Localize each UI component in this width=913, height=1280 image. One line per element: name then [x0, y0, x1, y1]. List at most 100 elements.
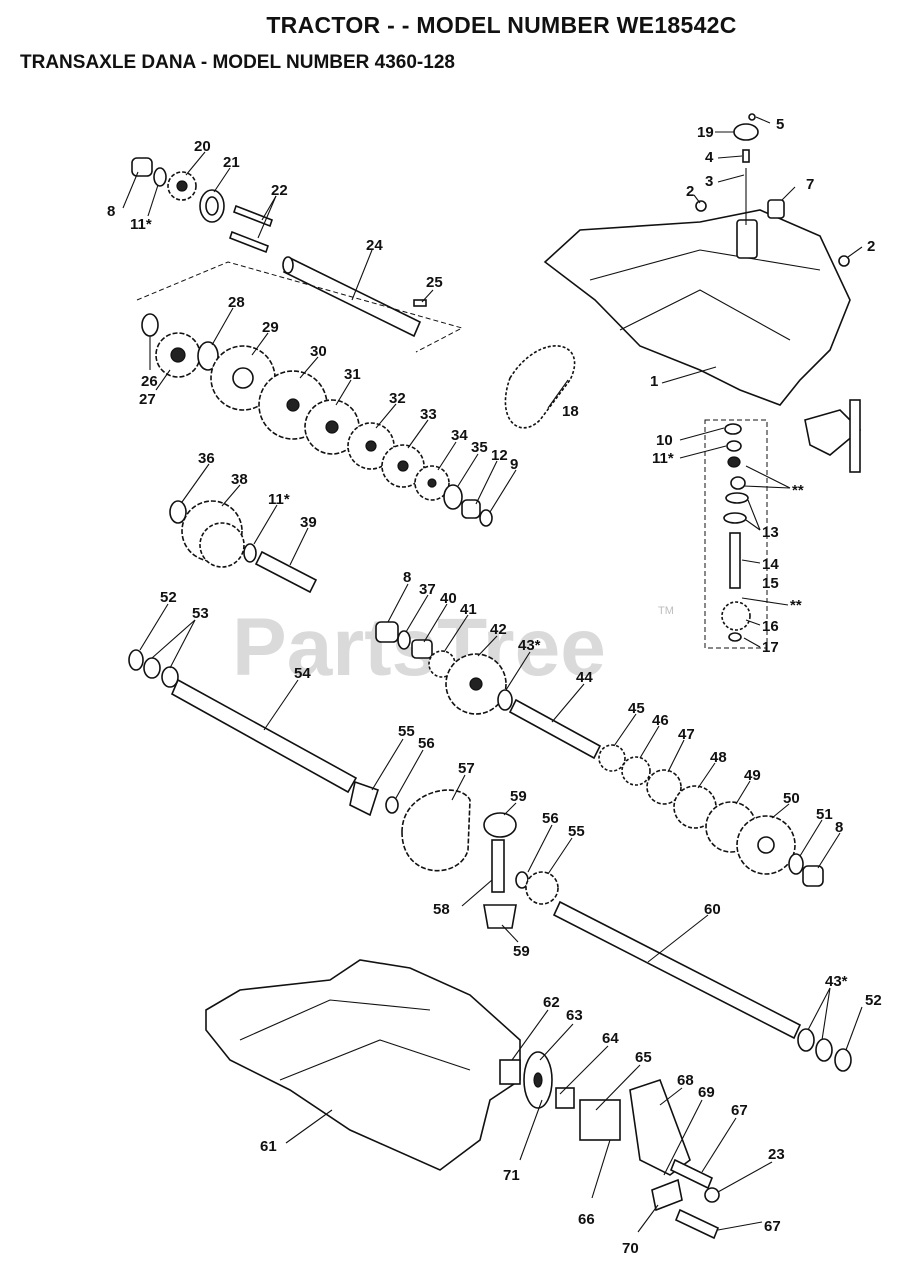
callout-43-right: 43* [825, 973, 848, 990]
differential-57-59 [401, 789, 559, 929]
callout-66: 66 [578, 1211, 595, 1228]
callout-55-left: 55 [398, 723, 415, 740]
callout-49: 49 [744, 767, 761, 784]
vertical-shaft-box [704, 419, 768, 649]
callout-34: 34 [451, 427, 468, 444]
callout-12: 12 [491, 447, 508, 464]
chain-18 [504, 345, 576, 429]
callout-44: 44 [576, 669, 593, 686]
washer-11-top [153, 167, 167, 187]
callout-30: 30 [310, 343, 327, 360]
callout-56-left: 56 [418, 735, 435, 752]
callout-58: 58 [433, 901, 450, 918]
callout-11-mid: 11* [268, 491, 290, 508]
callout-37: 37 [419, 581, 436, 598]
callout-8-right: 8 [835, 819, 843, 836]
callout-52-right: 52 [865, 992, 882, 1009]
callout-46: 46 [652, 712, 669, 729]
callout-29: 29 [262, 319, 279, 336]
gear-row-45-50 [598, 744, 824, 887]
callout-10: 10 [656, 432, 673, 449]
callout-7: 7 [806, 176, 814, 193]
callout-60: 60 [704, 901, 721, 918]
callout-40: 40 [440, 590, 457, 607]
diagram-title: TRACTOR - - MODEL NUMBER WE18542C [266, 12, 737, 38]
callout-18: 18 [562, 403, 579, 420]
callout-double-star-a: ** [792, 482, 804, 499]
callout-numbers: 8 11* 20 21 22 24 25 26 27 28 29 30 31 3… [107, 116, 882, 1257]
bearing-8-top [131, 157, 153, 177]
callout-62: 62 [543, 994, 560, 1011]
axle-60 [552, 900, 802, 1040]
callout-3: 3 [705, 173, 713, 190]
callout-4: 4 [705, 149, 714, 166]
callout-9: 9 [510, 456, 518, 473]
callout-14: 14 [762, 556, 779, 573]
screw-2-right [838, 255, 850, 267]
callout-32: 32 [389, 390, 406, 407]
diagram-subtitle: TRANSAXLE DANA - MODEL NUMBER 4360-128 [20, 52, 455, 73]
callout-54: 54 [294, 665, 311, 682]
nut-23 [704, 1187, 720, 1203]
callout-45: 45 [628, 700, 645, 717]
callout-33: 33 [420, 406, 437, 423]
callout-61: 61 [260, 1138, 277, 1155]
callout-26: 26 [141, 373, 158, 390]
leader-lines [122, 116, 863, 1233]
callout-8: 8 [107, 203, 115, 220]
bolts-67 [669, 1158, 720, 1240]
keys-22 [229, 204, 273, 254]
shift-arm [804, 399, 862, 473]
gear-cluster-36-39 [169, 500, 318, 594]
pin-5 [748, 113, 756, 121]
callout-23: 23 [768, 1146, 785, 1163]
sprocket-20 [167, 171, 197, 201]
brake-pads-62-64-65 [499, 1059, 621, 1141]
callout-5: 5 [776, 116, 784, 133]
callout-59-top: 59 [510, 788, 527, 805]
callout-47: 47 [678, 726, 695, 743]
screw-2-left [695, 200, 707, 212]
callout-50: 50 [783, 790, 800, 807]
callout-17: 17 [762, 639, 779, 656]
callout-22: 22 [271, 182, 288, 199]
callout-31: 31 [344, 366, 361, 383]
callout-39: 39 [300, 514, 317, 531]
callout-25: 25 [426, 274, 443, 291]
callout-11-right: 11* [652, 450, 674, 467]
brake-bracket-68 [629, 1078, 691, 1176]
callout-52-left: 52 [160, 589, 177, 606]
callout-67-top: 67 [731, 1102, 748, 1119]
callout-38: 38 [231, 471, 248, 488]
callout-42: 42 [490, 621, 507, 638]
callout-65: 65 [635, 1049, 652, 1066]
shaft-parts-37-44 [375, 621, 602, 760]
callout-63: 63 [566, 1007, 583, 1024]
washers-52-53-left [128, 649, 179, 688]
callout-59-bottom: 59 [513, 943, 530, 960]
callout-2-right: 2 [867, 238, 875, 255]
callout-36: 36 [198, 450, 215, 467]
callout-64: 64 [602, 1030, 619, 1047]
callout-67-bottom: 67 [764, 1218, 781, 1235]
callout-35: 35 [471, 439, 488, 456]
callout-28: 28 [228, 294, 245, 311]
callout-double-star-b: ** [790, 597, 802, 614]
callout-57: 57 [458, 760, 475, 777]
brake-disc-63 [523, 1051, 553, 1109]
callout-2-left: 2 [686, 183, 694, 200]
callout-13: 13 [762, 524, 779, 541]
callout-27: 27 [139, 391, 156, 408]
pin-25 [413, 299, 427, 307]
assembly-outline-top [136, 261, 464, 353]
callout-8-mid: 8 [403, 569, 411, 586]
gear-stack-26-35 [141, 313, 493, 527]
callout-69: 69 [698, 1084, 715, 1101]
callout-70: 70 [622, 1240, 639, 1257]
callout-20: 20 [194, 138, 211, 155]
callout-1: 1 [650, 373, 658, 390]
collar-21 [199, 189, 225, 223]
callout-48: 48 [710, 749, 727, 766]
callout-41: 41 [460, 601, 477, 618]
